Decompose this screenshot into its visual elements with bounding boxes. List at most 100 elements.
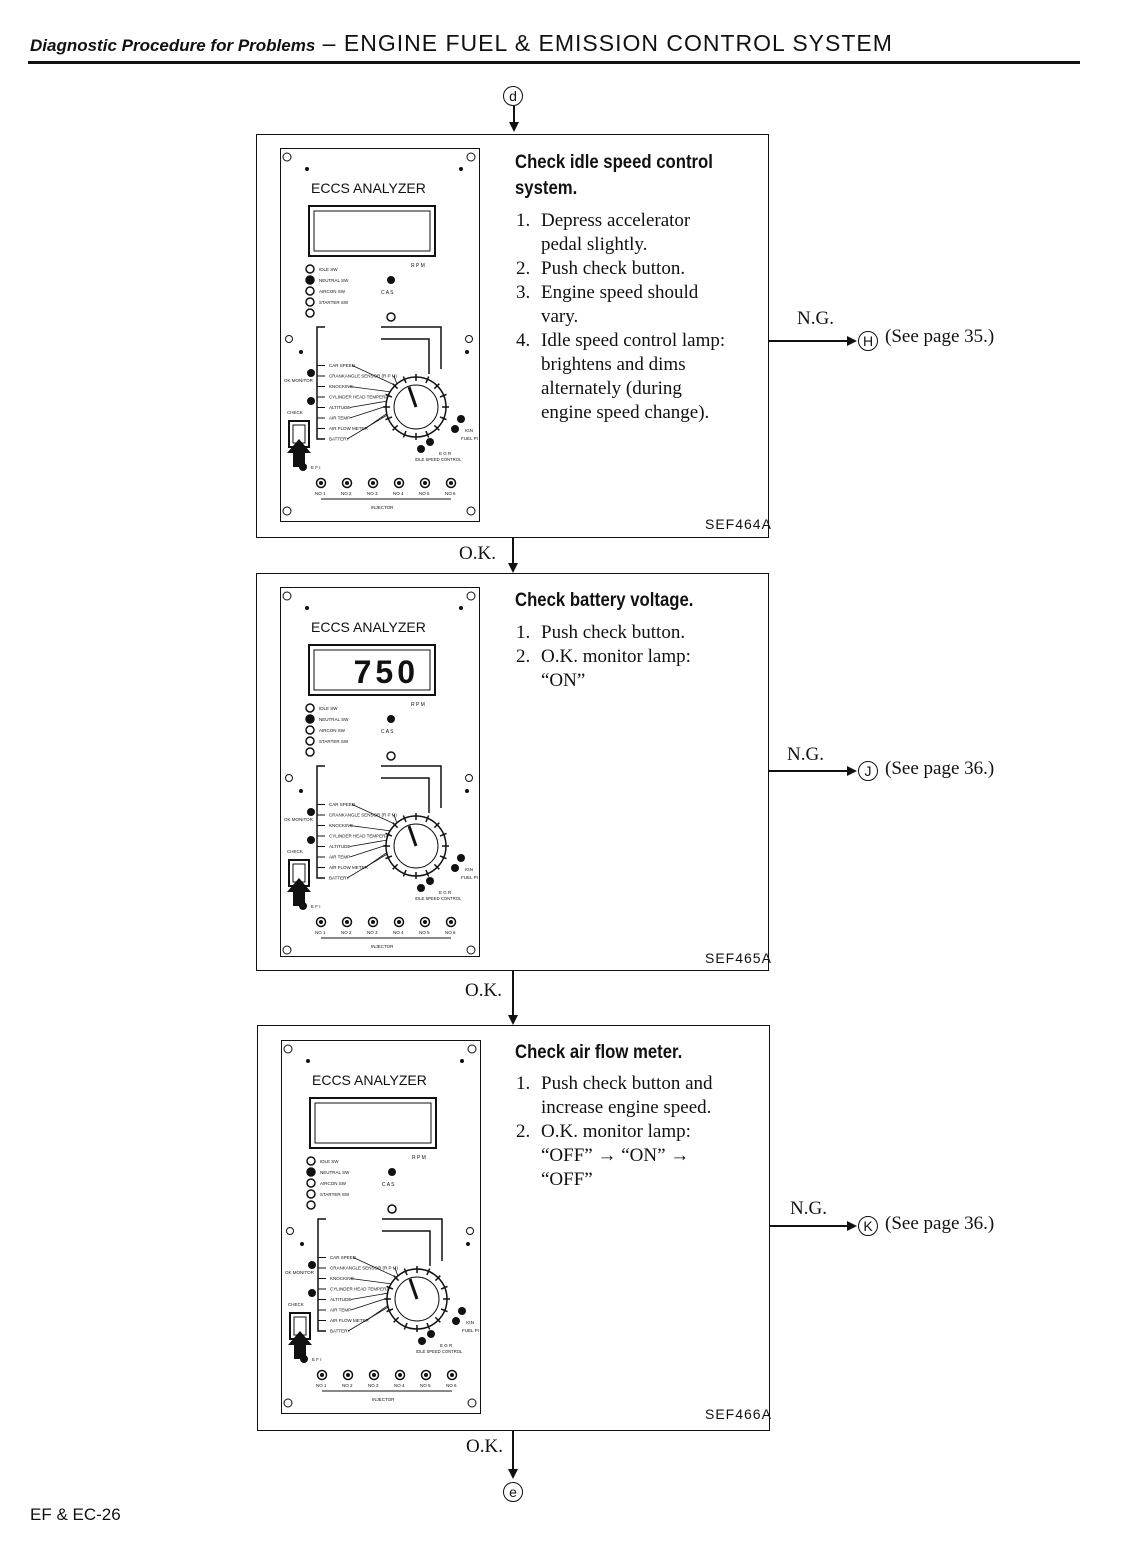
lamp-icon	[305, 703, 315, 713]
selector-label: CYLINDER HEAD TEMPERATURE	[329, 834, 400, 839]
switch-label: NEUTRAL SW	[319, 278, 349, 283]
step-3-ng-ref: (See page 36.)	[885, 1213, 995, 1234]
dial-ridge	[402, 376, 407, 384]
dial-ridge	[386, 1285, 394, 1290]
check-lamp-icon	[307, 397, 315, 405]
dial-ridge	[433, 383, 440, 390]
injector-lamp-center	[398, 1373, 402, 1377]
step-3-ok-arrow	[508, 1469, 518, 1479]
step-1-item-4: 4.Idle speed control lamp:	[516, 330, 726, 351]
indicator-dot	[465, 350, 469, 354]
step-1-ng-line	[769, 340, 849, 342]
dial-ridge	[425, 430, 430, 438]
indicator-dot	[459, 606, 463, 610]
injector-lamp-center	[319, 481, 323, 485]
injector-label: NO 5	[419, 930, 430, 935]
injector-lamp-center	[371, 920, 375, 924]
lamp-icon	[306, 1200, 316, 1210]
injector-lamp-center	[397, 920, 401, 924]
injector-lamp-center	[397, 481, 401, 485]
lamp-icon	[305, 714, 315, 724]
analyzer-name: ECCS ANALYZER	[311, 180, 426, 196]
right-label: IGN	[465, 867, 473, 872]
ok-monitor-label: OK MONITOR	[284, 378, 314, 383]
screw-icon	[466, 945, 476, 955]
dial-ridge	[385, 416, 393, 421]
injector-label: NO 2	[342, 1383, 353, 1388]
step-3-ng-target: K	[858, 1216, 878, 1236]
right-label: E G R	[440, 1343, 453, 1348]
step-3-ng-label: N.G.	[790, 1198, 827, 1219]
step-3-item-2: 2.O.K. monitor lamp:	[516, 1121, 691, 1142]
idle-lamp-icon	[417, 445, 425, 453]
step-1-item-1-cont: pedal slightly.	[541, 234, 648, 255]
analyzer-name: ECCS ANALYZER	[312, 1072, 427, 1088]
efi-lamp-icon	[300, 1355, 308, 1363]
selector-label: AIR TEMP	[329, 416, 350, 421]
right-label: FUEL PUMP	[462, 1328, 479, 1333]
step-1-ng-label: N.G.	[797, 308, 834, 329]
rpm-label: R P M	[411, 263, 425, 269]
step-3-ng-line	[770, 1225, 849, 1227]
step-1-ng-target: H	[858, 331, 878, 351]
lamp-icon	[306, 1167, 316, 1177]
lamp-icon	[305, 297, 315, 307]
injector-lamp-center	[423, 481, 427, 485]
step-1-figure-code: SEF464A	[705, 516, 772, 532]
efi-lamp-icon	[299, 463, 307, 471]
step-2-item-1: 1.Push check button.	[516, 622, 686, 643]
step-3-ok-label: O.K.	[466, 1436, 503, 1457]
efi-label: E F I	[311, 465, 321, 470]
step-2-ng-line	[769, 770, 849, 772]
lamp-icon	[465, 774, 473, 782]
dial-ridge	[426, 1322, 431, 1330]
lamp-icon	[305, 275, 315, 285]
check-lamp-icon	[307, 836, 315, 844]
injector-lamp-center	[345, 920, 349, 924]
step-2-title: Check battery voltage.	[515, 588, 744, 614]
step-2-ok-arrow	[508, 1015, 518, 1025]
check-lamp-icon	[308, 1289, 316, 1297]
page-header: Diagnostic Procedure for Problems – ENGI…	[30, 30, 893, 57]
injector-lamp-center	[372, 1373, 376, 1377]
switch-label: STARTER SW	[319, 300, 349, 305]
check-label: CHECK	[287, 849, 303, 854]
connector-bottom: e	[503, 1482, 523, 1502]
step-2-items: 1.Push check button. 2.O.K. monitor lamp…	[516, 621, 766, 693]
selector-label: CRANKANGLE SENSOR (R P M)	[330, 1266, 398, 1271]
injector-label: NO 3	[367, 930, 378, 935]
injector-label: NO 5	[419, 491, 430, 496]
arrow-up-icon	[288, 1331, 312, 1359]
step-1-item-1: 1.Depress accelerator	[516, 210, 691, 231]
step-3-figure-code: SEF466A	[705, 1406, 772, 1422]
dial-ridge	[434, 1316, 441, 1323]
selector-label: CAR SPEED	[330, 1255, 357, 1260]
step-1-item-4-cont2: alternately (during	[541, 378, 682, 399]
right-label: IDLE SPEED CONTROL	[416, 1349, 463, 1354]
dial-ridge	[440, 1285, 448, 1290]
page-number: EF & EC-26	[30, 1505, 121, 1524]
right-label: IDLE SPEED CONTROL	[415, 896, 462, 901]
lamp-icon	[305, 264, 315, 274]
step-2-figure-code: SEF465A	[705, 950, 772, 966]
dial-ridge	[425, 815, 430, 823]
indicator-dot	[300, 1242, 304, 1246]
step-2-ng-ref: (See page 36.)	[885, 758, 995, 779]
injector-lamp-center	[346, 1373, 350, 1377]
connector-top-line	[513, 106, 515, 124]
header-dash: –	[315, 30, 344, 56]
step-2-ng-label: N.G.	[787, 744, 824, 765]
screw-icon	[283, 1044, 293, 1054]
display-frame	[309, 1097, 437, 1149]
selector-bracket	[382, 1230, 431, 1266]
dial-ridge	[385, 855, 393, 860]
step-1-ng-arrow	[847, 336, 857, 346]
dial-ridge	[433, 424, 440, 431]
step-1-item-3: 3.Engine speed should	[516, 282, 699, 303]
selector-label: CAR SPEED	[329, 802, 356, 807]
screw-icon	[467, 1044, 477, 1054]
step-1-ok-label: O.K.	[459, 543, 496, 564]
screw-icon	[283, 1398, 293, 1408]
